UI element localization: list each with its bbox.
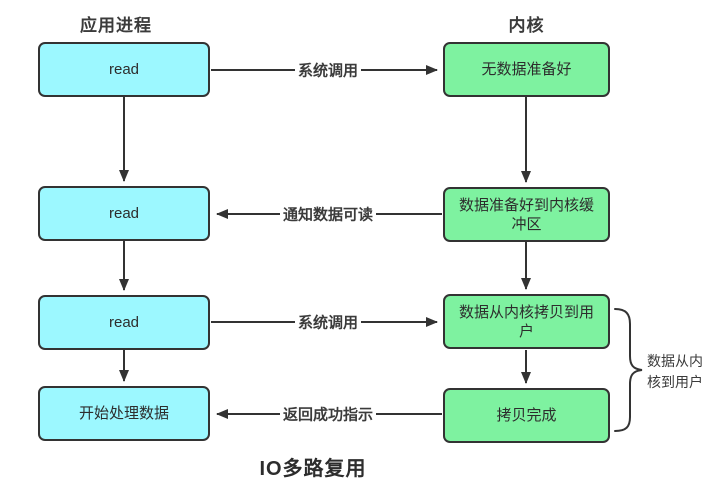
process-box-read-2: read xyxy=(38,186,210,241)
column-header-kernel: 内核 xyxy=(508,16,545,35)
process-box-read-1: read xyxy=(38,42,210,97)
arrow-label-syscall-2: 系统调用 xyxy=(294,310,362,334)
arrow-label-notify-readable: 通知数据可读 xyxy=(279,202,377,226)
column-header-application-process: 应用进程 xyxy=(80,16,152,35)
brace-annotation: 数据从内核到用户 xyxy=(647,353,703,390)
kernel-box-copy-to-user: 数据从内核拷贝到用户 xyxy=(443,294,610,349)
kernel-box-copy-done: 拷贝完成 xyxy=(443,388,610,443)
arrow-label-return-success: 返回成功指示 xyxy=(279,402,377,426)
process-box-read-3: read xyxy=(38,295,210,350)
diagram-title: IO多路复用 xyxy=(259,458,367,480)
brace xyxy=(614,308,643,432)
process-box-start-processing: 开始处理数据 xyxy=(38,386,210,441)
kernel-box-data-ready-buffer: 数据准备好到内核缓冲区 xyxy=(443,187,610,242)
arrow-label-syscall-1: 系统调用 xyxy=(294,58,362,82)
kernel-box-no-data-ready: 无数据准备好 xyxy=(443,42,610,97)
